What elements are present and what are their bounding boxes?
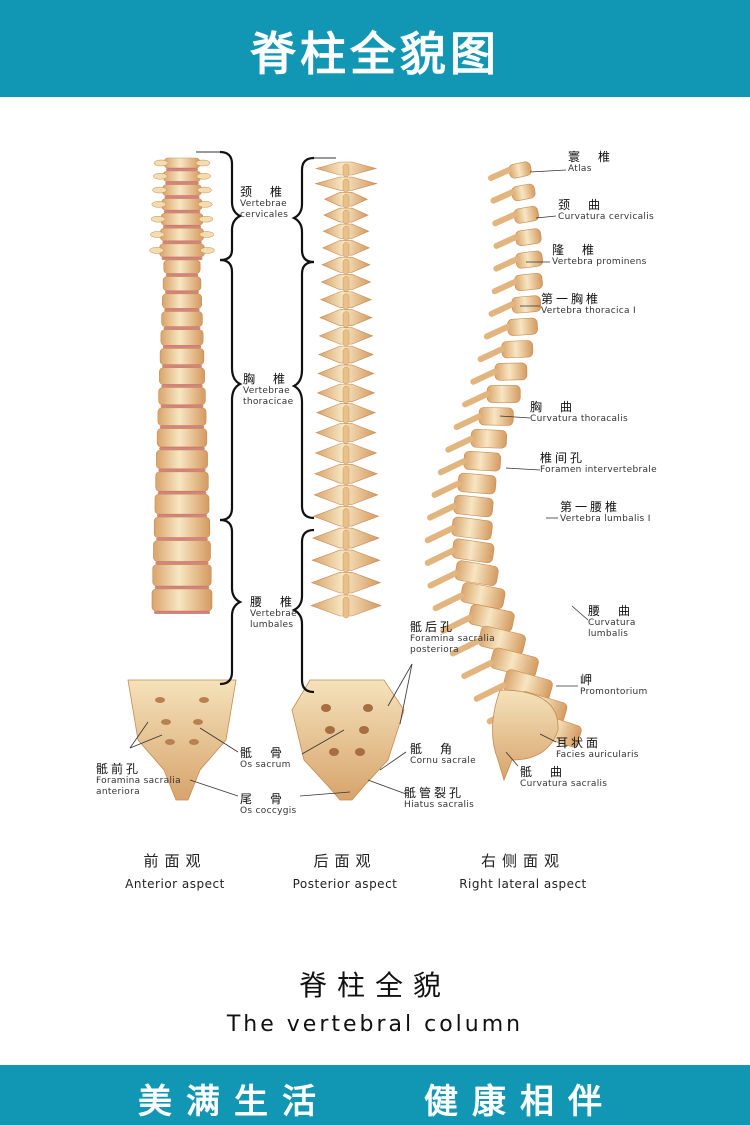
- vertebra-anterior: [156, 449, 208, 470]
- vertebra-anterior: [159, 243, 205, 258]
- main-title-en: The vertebral column: [226, 1012, 524, 1037]
- region-braces-posterior: [291, 156, 315, 694]
- vertebra-lateral: [501, 340, 534, 359]
- label-promontorium: 岬 Promontorium: [580, 673, 648, 697]
- vertebra-lateral: [514, 272, 543, 292]
- posterior-spine: [291, 161, 405, 801]
- vertebra-lateral: [451, 538, 495, 564]
- lateral-spine: [424, 161, 582, 782]
- footer-banner: 美满生活 健康相伴: [0, 1065, 750, 1125]
- label-vertebra-thoracica: 第一胸椎 Vertebra thoracica Ⅰ: [541, 292, 636, 316]
- label-curvatura-cervicalis: 颈 曲 Curvatura cervicalis: [558, 198, 655, 222]
- main-title-zh: 脊柱全貌: [298, 969, 451, 1002]
- footer-slogan-left: 美满生活: [138, 1082, 330, 1122]
- label-lumbar: 腰 椎 Vertebrae lumbales: [250, 595, 297, 630]
- vertebra-anterior: [153, 516, 211, 538]
- page-title: 脊柱全貌图: [250, 27, 500, 81]
- label-os-sacrum: 骶 骨 Os sacrum: [240, 746, 291, 770]
- brace-ticks: [196, 151, 336, 159]
- label-cornu-sacrale: 骶 角 Cornu sacrale: [410, 742, 476, 766]
- vertebra-anterior: [163, 259, 201, 274]
- vertebra-anterior: [152, 564, 212, 587]
- footer-slogan-right: 健康相伴: [424, 1082, 616, 1122]
- vertebra-anterior: [160, 227, 204, 242]
- label-foramina-anterior: 骶前孔 Foramina sacralia anteriora: [96, 762, 181, 797]
- label-curvatura-lumbalis: 腰 曲 Curvatura lumbalis: [588, 604, 636, 639]
- vertebra-anterior: [160, 329, 204, 346]
- vertebra-anterior: [162, 293, 202, 309]
- vertebra-lateral: [507, 317, 538, 336]
- anterior-spine: [127, 157, 237, 801]
- vertebra-anterior: [163, 157, 201, 169]
- label-atlas: 寰 椎 Atlas: [568, 150, 614, 174]
- vertebra-lateral: [460, 582, 506, 609]
- sacrum-lateral: [492, 689, 559, 782]
- vertebra-anterior: [157, 407, 207, 426]
- label-hiatus-sacralis: 骶管裂孔 Hiatus sacralis: [404, 786, 475, 810]
- vertebra-anterior: [151, 588, 213, 612]
- vertebra-anterior: [156, 428, 208, 448]
- label-foramen-intervertebrale: 椎间孔 Foramen intervertebrale: [540, 451, 657, 475]
- caption-anterior: 前面观 Anterior aspect: [125, 852, 225, 891]
- sacrum-anterior: [127, 679, 237, 801]
- main-title: 脊柱全貌 The vertebral column: [0, 964, 750, 1037]
- vertebra-lateral: [494, 362, 528, 381]
- vertebra-lateral: [457, 472, 497, 495]
- brace-lumbar-anterior: [219, 518, 243, 686]
- vertebra-lateral: [515, 228, 542, 247]
- leader-lines: [129, 169, 589, 797]
- vertebra-lateral: [486, 385, 521, 403]
- vertebra-lateral: [453, 494, 494, 518]
- label-thoracic: 胸 椎 Vertebrae thoracicae: [243, 372, 294, 407]
- vertebra-anterior: [159, 367, 205, 385]
- label-facies-auricularis: 耳状面 Facies auricularis: [556, 736, 639, 760]
- vertebra-anterior: [161, 198, 203, 211]
- caption-posterior: 后面观 Posterior aspect: [292, 852, 398, 891]
- vertebra-lateral: [454, 560, 499, 586]
- sacrum-posterior: [291, 679, 405, 801]
- brace-cervical-posterior: [291, 156, 315, 264]
- vertebra-anterior: [153, 540, 211, 562]
- vertebra-anterior: [154, 493, 210, 515]
- vertebra-lateral: [470, 429, 508, 449]
- label-curvatura-sacralis: 骶 曲 Curvatura sacralis: [520, 765, 608, 789]
- brace-thoracic-anterior: [219, 258, 243, 522]
- header-banner: 脊柱全貌图: [0, 0, 750, 97]
- vertebra-lateral: [511, 295, 542, 314]
- caption-lateral: 右侧面观 Right lateral aspect: [459, 852, 587, 891]
- vertebra-anterior: [155, 471, 209, 492]
- brace-thoracic-posterior: [291, 260, 315, 520]
- region-braces-anterior: [219, 150, 243, 686]
- label-os-coccygis: 尾 骨 Os coccygis: [240, 792, 297, 816]
- vertebra-anterior: [158, 387, 206, 406]
- brace-cervical-anterior: [219, 150, 243, 262]
- brace-lumbar-posterior: [291, 528, 315, 694]
- vertebra-anterior: [162, 170, 202, 182]
- vertebra-lateral: [463, 450, 502, 472]
- vertebra-anterior: [161, 311, 203, 327]
- label-vertebra-lumbalis: 第一腰椎 Vertebra lumbalis Ⅰ: [560, 500, 651, 524]
- vertebra-anterior: [162, 184, 202, 196]
- vertebra-anterior: [160, 212, 204, 226]
- vertebra-anterior: [162, 276, 202, 292]
- label-cervical: 颈 椎 Vertebrae cervicales: [240, 185, 289, 220]
- label-foramina-posterior: 骶后孔 Foramina sacralia posteriora: [410, 620, 495, 655]
- label-curvatura-thoracalis: 胸 曲 Curvatura thoracalis: [530, 400, 628, 424]
- vertebra-lateral: [515, 250, 543, 269]
- vertebra-lateral: [451, 516, 493, 541]
- label-vertebra-prominens: 隆 椎 Vertebra prominens: [552, 243, 647, 267]
- vertebra-anterior: [159, 348, 205, 365]
